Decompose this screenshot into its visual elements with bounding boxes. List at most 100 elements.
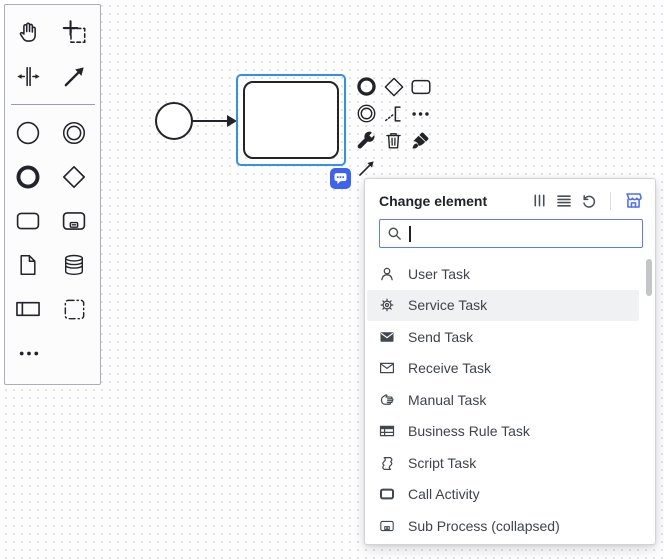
list-item-send-task[interactable]: Send Task bbox=[367, 321, 639, 353]
list-item-business-rule-task[interactable]: Business Rule Task bbox=[367, 416, 639, 448]
change-type-wrench[interactable] bbox=[353, 127, 380, 154]
subprocess-collapsed-icon bbox=[380, 520, 394, 531]
palette-more[interactable] bbox=[5, 331, 51, 375]
columns-icon bbox=[534, 194, 545, 207]
popup-header: Change element bbox=[365, 179, 655, 219]
connect-tool[interactable] bbox=[353, 154, 380, 181]
wrench-icon bbox=[357, 131, 376, 149]
end-event-icon bbox=[357, 77, 376, 96]
append-intermediate-event[interactable] bbox=[353, 100, 380, 127]
sequence-flow-arrowhead bbox=[227, 115, 237, 127]
space-tool[interactable] bbox=[5, 54, 51, 98]
list-item-label: Send Task bbox=[408, 328, 474, 345]
list-item-label: Receive Task bbox=[408, 360, 492, 377]
lasso-tool[interactable] bbox=[51, 10, 97, 54]
popup-title: Change element bbox=[379, 192, 488, 209]
list-item-call-activity[interactable]: Call Activity bbox=[367, 479, 639, 511]
gateway-icon bbox=[384, 77, 403, 96]
data-object-icon bbox=[20, 255, 36, 275]
create-task[interactable] bbox=[5, 199, 51, 243]
user-task-icon bbox=[381, 267, 393, 281]
global-connect-tool-icon bbox=[64, 66, 84, 86]
reset-layout-button[interactable] bbox=[581, 193, 597, 209]
comment-badge[interactable] bbox=[330, 168, 351, 189]
list-item-script-task[interactable]: Script Task bbox=[367, 447, 639, 479]
global-connect-tool[interactable] bbox=[51, 54, 97, 98]
append-gateway[interactable] bbox=[380, 73, 407, 100]
popup-scrollbar-thumb[interactable] bbox=[646, 259, 652, 296]
create-group[interactable] bbox=[51, 287, 97, 331]
columns-layout-button[interactable] bbox=[532, 193, 547, 208]
popup-search[interactable] bbox=[379, 219, 643, 248]
append-text-annotation[interactable] bbox=[380, 100, 407, 127]
element-palette bbox=[4, 4, 101, 385]
list-item-label: Sub Process (collapsed) bbox=[408, 517, 560, 534]
manual-task-icon bbox=[380, 394, 394, 405]
rows-layout-button[interactable] bbox=[556, 193, 572, 209]
lasso-tool-icon bbox=[62, 19, 85, 43]
append-task[interactable] bbox=[407, 73, 434, 100]
list-item-label: User Task bbox=[408, 265, 470, 282]
list-item-label: Script Task bbox=[408, 454, 477, 471]
palette-separator bbox=[10, 104, 95, 105]
sequence-flow[interactable] bbox=[192, 120, 228, 122]
popup-list: User Task Service Task Send Task bbox=[365, 256, 655, 542]
create-gateway[interactable] bbox=[51, 155, 97, 199]
ellipsis-icon bbox=[19, 351, 39, 355]
participant-icon bbox=[16, 301, 40, 317]
hand-tool-icon bbox=[19, 22, 36, 42]
marketplace-button[interactable] bbox=[624, 191, 643, 210]
create-data-store[interactable] bbox=[51, 243, 97, 287]
text-annotation-icon bbox=[384, 105, 401, 122]
data-store-icon bbox=[64, 254, 84, 275]
list-item-receive-task[interactable]: Receive Task bbox=[367, 353, 639, 385]
create-subprocess[interactable] bbox=[51, 199, 97, 243]
search-icon bbox=[388, 227, 401, 240]
create-participant[interactable] bbox=[5, 287, 51, 331]
list-item-subprocess-collapsed[interactable]: Sub Process (collapsed) bbox=[367, 510, 639, 542]
hand-tool[interactable] bbox=[5, 10, 51, 54]
append-end-event[interactable] bbox=[353, 73, 380, 100]
space-tool-icon bbox=[16, 66, 40, 86]
script-task-icon bbox=[382, 456, 393, 470]
context-pad-more[interactable] bbox=[407, 100, 434, 127]
list-item-service-task[interactable]: Service Task bbox=[367, 289, 639, 321]
set-color-brush[interactable] bbox=[407, 127, 434, 154]
list-item-user-task[interactable]: User Task bbox=[367, 258, 639, 290]
undo-icon bbox=[583, 194, 596, 208]
task-shape[interactable] bbox=[243, 81, 339, 159]
task-icon bbox=[16, 212, 40, 230]
gateway-icon bbox=[63, 166, 85, 188]
group-icon bbox=[64, 299, 84, 319]
comment-bubble-icon bbox=[334, 173, 347, 185]
create-data-object[interactable] bbox=[5, 243, 51, 287]
list-item-label: Business Rule Task bbox=[408, 423, 530, 440]
list-item-manual-task[interactable]: Manual Task bbox=[367, 384, 639, 416]
service-task-icon bbox=[380, 298, 394, 312]
trash-icon bbox=[386, 133, 401, 149]
ellipsis-icon bbox=[411, 111, 429, 116]
brush-icon bbox=[412, 132, 429, 149]
create-start-event[interactable] bbox=[5, 111, 51, 155]
task-icon bbox=[410, 79, 431, 94]
end-event-icon bbox=[16, 165, 40, 189]
marketplace-icon bbox=[626, 193, 642, 208]
receive-task-icon bbox=[380, 363, 395, 374]
create-intermediate-event[interactable] bbox=[51, 111, 97, 155]
send-task-icon bbox=[380, 332, 394, 342]
rows-icon bbox=[557, 194, 571, 207]
list-item-label: Manual Task bbox=[408, 391, 487, 408]
header-divider bbox=[610, 191, 611, 210]
text-caret bbox=[409, 225, 411, 242]
intermediate-event-icon bbox=[62, 121, 86, 145]
delete-trash[interactable] bbox=[380, 127, 407, 154]
start-event-shape[interactable] bbox=[155, 102, 193, 140]
start-event-icon bbox=[16, 121, 40, 145]
selection-outline bbox=[236, 74, 346, 166]
create-end-event[interactable] bbox=[5, 155, 51, 199]
list-item-label: Call Activity bbox=[408, 486, 480, 503]
popup-search-input[interactable] bbox=[410, 225, 635, 242]
context-pad bbox=[353, 73, 434, 181]
list-item-label: Service Task bbox=[408, 297, 488, 314]
